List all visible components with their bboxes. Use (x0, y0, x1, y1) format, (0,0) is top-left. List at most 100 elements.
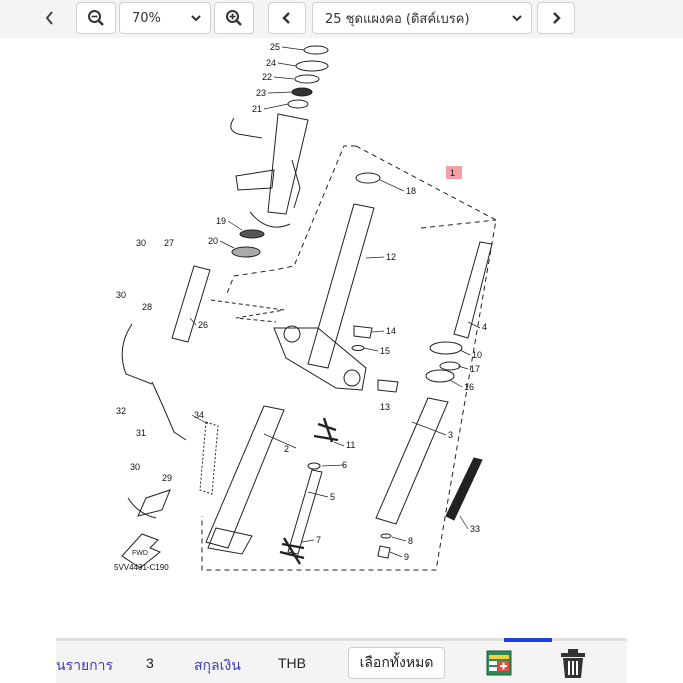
fwd-label: FWD (132, 550, 148, 557)
spring-11 (313, 417, 339, 443)
o-ring-15 (351, 345, 365, 351)
callout-5[interactable]: 5 (330, 492, 335, 502)
callout-28[interactable]: 28 (142, 302, 152, 312)
zoom-out-icon (88, 10, 104, 26)
inner-tube-4 (453, 241, 493, 339)
page-select[interactable]: 25 ชุดแผงคอ (ดิสค์เบรค) (312, 2, 532, 34)
callout-9[interactable]: 9 (404, 552, 409, 562)
reflector-34 (199, 421, 219, 495)
callout-1-highlight (446, 166, 462, 179)
callout-33[interactable]: 33 (470, 524, 480, 534)
callout-1[interactable]: 1 (450, 168, 455, 178)
outer-tube-2 (205, 405, 285, 549)
callout-3[interactable]: 3 (448, 430, 453, 440)
zoom-in-button[interactable] (214, 2, 254, 34)
callout-4[interactable]: 4 (482, 322, 487, 332)
callout-30-a[interactable]: 30 (136, 238, 146, 248)
select-all-button[interactable]: เลือกทั้งหมด (348, 647, 445, 679)
page-select-value: 25 ชุดแผงคอ (ดิสค์เบรค) (325, 11, 470, 27)
callout-24[interactable]: 24 (266, 58, 276, 68)
partial-icon (45, 11, 53, 25)
callout-17[interactable]: 17 (470, 364, 480, 374)
callout-13[interactable]: 13 (380, 402, 390, 412)
callout-30-c[interactable]: 30 (130, 462, 140, 472)
clamp-31 (151, 381, 187, 441)
seal-16 (425, 369, 455, 383)
callout-34[interactable]: 34 (194, 410, 204, 420)
damper-rod-5 (287, 469, 323, 555)
fork-boundary (420, 219, 497, 229)
diagram-code: 5VV4431-C190 (114, 563, 169, 572)
race-19 (239, 229, 265, 239)
callout-16[interactable]: 16 (464, 382, 474, 392)
items-count: 3 (146, 655, 154, 671)
delete-button[interactable] (559, 647, 587, 679)
callout-21[interactable]: 21 (252, 104, 262, 114)
outer-tube-3 (375, 397, 449, 525)
viewer-toolbar: 70% 25 ชุดแผงคอ (ดิสค์เบรค) (0, 0, 683, 38)
add-to-cart-button[interactable] (486, 649, 512, 677)
bearing-20 (231, 246, 261, 258)
spring-seat-6 (307, 462, 321, 470)
chevron-down-icon (512, 15, 522, 22)
zoom-value: 70% (132, 10, 161, 26)
under-bracket (273, 327, 367, 391)
footer-bar: นรายการ 3 สกุลเงิน THB เลือกทั้งหมด (56, 638, 627, 683)
seal-10 (429, 341, 463, 355)
zoom-in-icon (226, 10, 242, 26)
callout-6[interactable]: 6 (342, 460, 347, 470)
zoom-select[interactable]: 70% (119, 2, 211, 34)
parts-diagram-svg: FWD 1 2 3 4 5 6 7 8 9 10 11 12 13 14 15 … (114, 42, 497, 572)
callout-7[interactable]: 7 (316, 535, 321, 545)
callout-27[interactable]: 27 (164, 238, 174, 248)
chevron-right-icon (553, 12, 561, 24)
callout-11[interactable]: 11 (346, 440, 355, 450)
currency-label: สกุลเงิน (194, 657, 241, 673)
trash-icon (561, 649, 585, 678)
assembly-boundary (201, 145, 497, 571)
spring-7 (279, 537, 305, 565)
hose-guide-29 (137, 489, 171, 517)
previous-page-button[interactable] (268, 2, 306, 34)
right-margin (627, 38, 683, 638)
callout-30-b[interactable]: 30 (116, 290, 126, 300)
callout-8[interactable]: 8 (408, 536, 413, 546)
ring-17 (439, 361, 461, 371)
toolbar-left-area (0, 0, 56, 38)
items-label: นรายการ (56, 657, 114, 673)
nut-25 (303, 45, 329, 55)
fwd-arrow: FWD (121, 533, 161, 569)
callout-2[interactable]: 2 (284, 444, 289, 454)
callout-18[interactable]: 18 (406, 186, 416, 196)
callout-19[interactable]: 19 (216, 216, 226, 226)
callout-32[interactable]: 32 (116, 406, 126, 416)
callout-23[interactable]: 23 (256, 88, 266, 98)
chevron-down-icon (191, 15, 201, 22)
callout-10[interactable]: 10 (472, 350, 482, 360)
parts-diagram[interactable]: FWD 1 2 3 4 5 6 7 8 9 10 11 12 13 14 15 … (56, 38, 627, 638)
callout-20[interactable]: 20 (208, 236, 218, 246)
washer-8 (380, 533, 392, 539)
chevron-left-icon (282, 12, 290, 24)
inner-tube-12 (307, 203, 375, 369)
next-page-button[interactable] (537, 2, 575, 34)
callout-29[interactable]: 29 (162, 473, 172, 483)
callout-14[interactable]: 14 (386, 326, 396, 336)
washer-24 (295, 60, 329, 72)
callout-26[interactable]: 26 (198, 320, 208, 330)
callout-22[interactable]: 22 (262, 72, 272, 82)
clamp-28 (121, 323, 153, 385)
currency-value: THB (278, 655, 306, 671)
add-list-icon (486, 650, 512, 676)
callout-25[interactable]: 25 (270, 42, 280, 52)
bearing-23 (291, 87, 313, 97)
callout-15[interactable]: 15 (380, 346, 390, 356)
bolt-13 (377, 379, 399, 393)
zoom-out-button[interactable] (76, 2, 116, 34)
callout-12[interactable]: 12 (386, 252, 396, 262)
bolt-9 (377, 545, 391, 559)
left-margin (0, 38, 56, 683)
decal-33 (445, 457, 483, 521)
washer-22 (294, 74, 320, 84)
callout-31[interactable]: 31 (136, 428, 146, 438)
